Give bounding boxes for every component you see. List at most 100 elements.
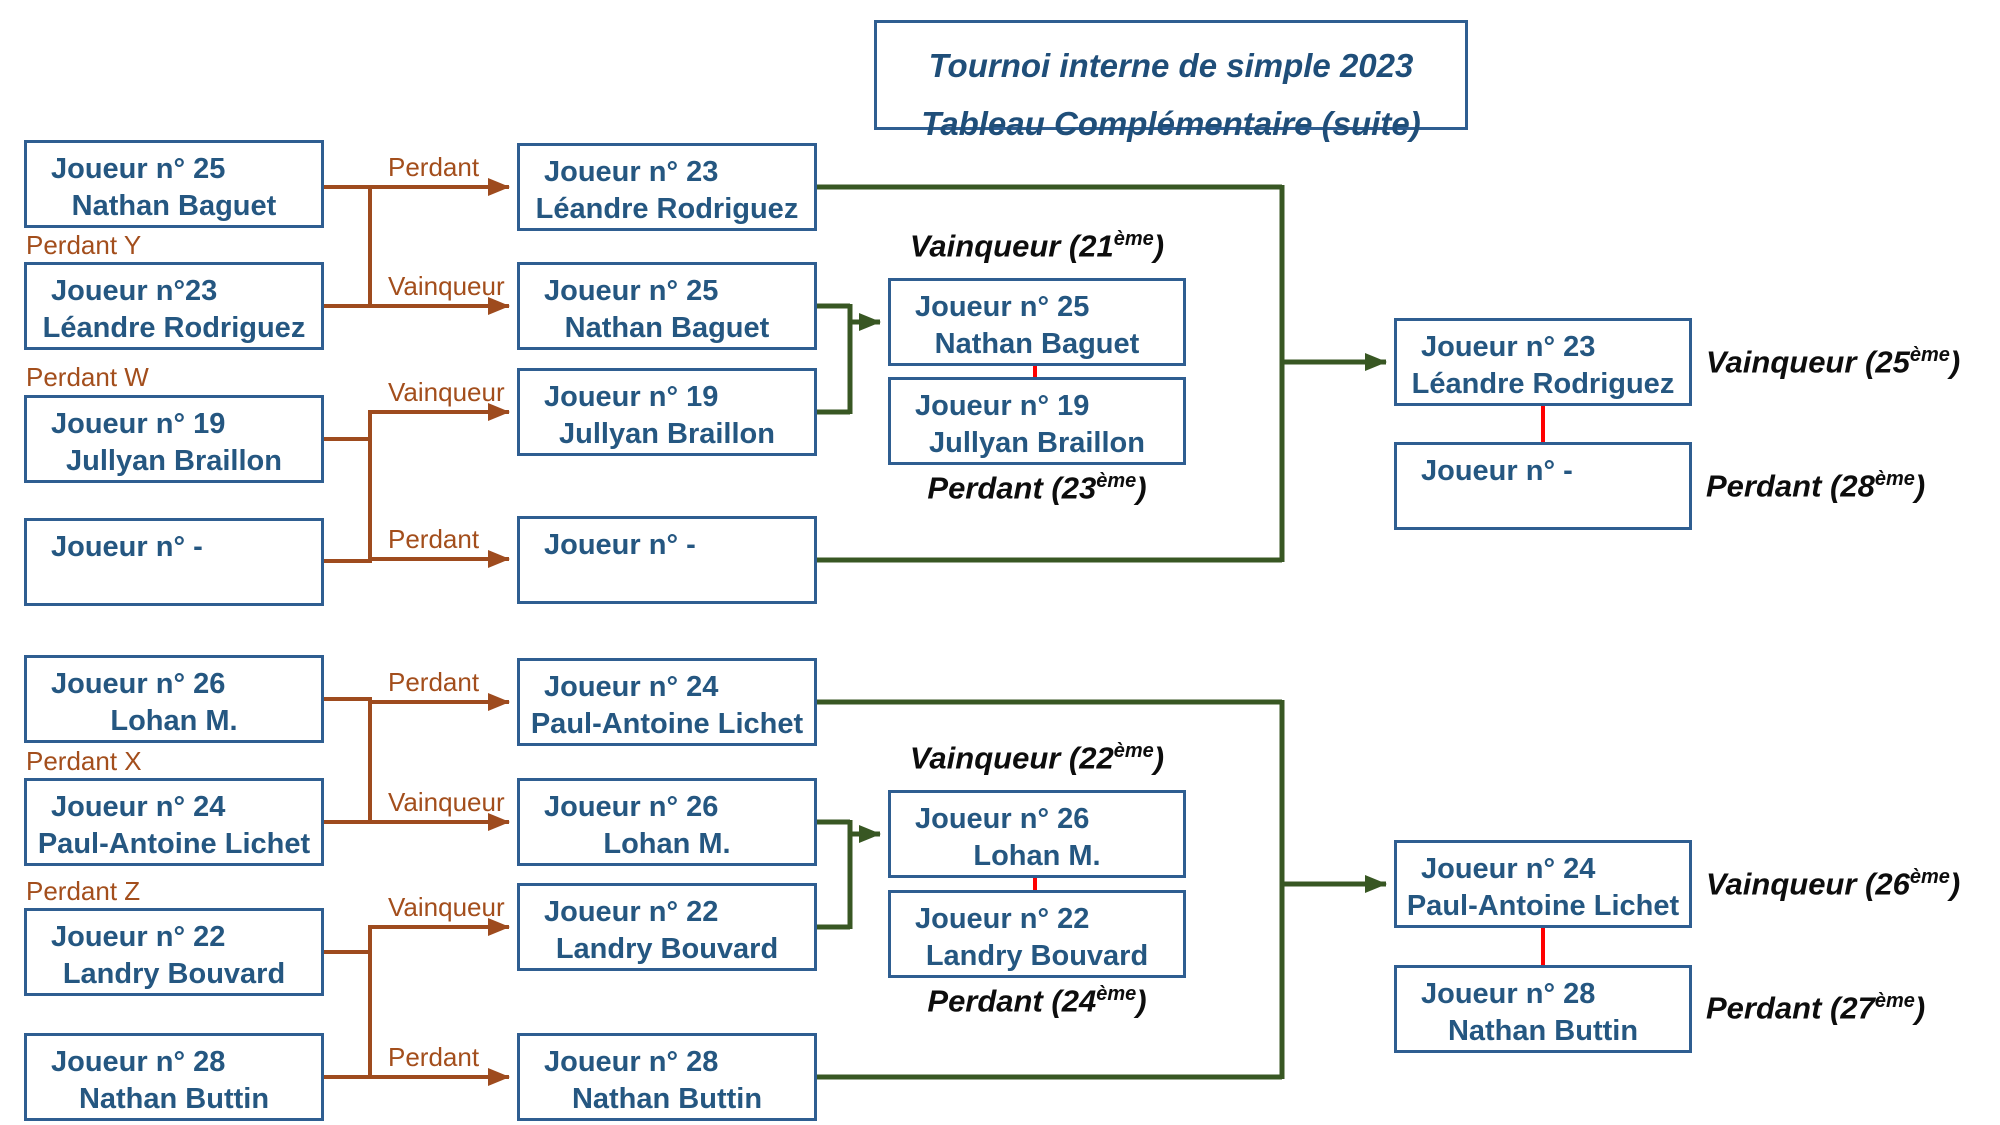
player-number: Joueur n° 24 [51,791,226,823]
rank-text: Vainqueur (25 [1706,344,1910,380]
rank-label-perdant-28: Perdant (28ème) [1706,468,1925,504]
player-box-top-col1-4: Joueur n° - [24,518,324,606]
rank-close: ) [1136,470,1147,506]
rank-text: Vainqueur (21 [909,228,1114,264]
player-number: Joueur n° 26 [544,791,719,823]
player-name: Landry Bouvard [925,940,1149,972]
title-box: Tournoi interne de simple 2023 Tableau C… [874,20,1468,142]
rank-ordinal: ème [1874,468,1915,490]
player-name: Léandre Rodriguez [42,312,306,344]
player-box-bot-col2-4: Joueur n° 28 Nathan Buttin [517,1033,817,1121]
player-box-bot-mid-1: Joueur n° 26 Lohan M. [888,790,1186,878]
player-name: Lohan M. [603,828,731,860]
player-name: Léandre Rodriguez [1411,368,1675,400]
player-box-top-col1-1: Joueur n° 25 Nathan Baguet [24,140,324,228]
player-number: Joueur n° 19 [544,381,719,413]
rank-label-perdant-23: Perdant (23ème) [858,470,1216,506]
player-box-bot-col2-2: Joueur n° 26 Lohan M. [517,778,817,866]
player-number: Joueur n° 24 [1421,853,1596,885]
player-number: Joueur n° 22 [915,903,1090,935]
player-box-top-col1-3: Joueur n° 19 Jullyan Braillon [24,395,324,483]
player-number: Joueur n° 23 [544,156,719,188]
player-box-bot-col2-1: Joueur n° 24 Paul-Antoine Lichet [517,658,817,746]
seed-tag-perdant-y: Perdant Y [26,230,142,260]
player-name: Lohan M. [973,840,1101,872]
rank-text: Perdant (24 [927,983,1097,1019]
arrow-label-vainqueur: Vainqueur [388,377,505,407]
player-box-bot-col1-4: Joueur n° 28 Nathan Buttin [24,1033,324,1121]
rank-close: ) [1949,344,1961,380]
player-number: Joueur n°23 [51,275,218,307]
arrow-label-perdant: Perdant [388,152,480,182]
player-number: Joueur n° 19 [915,390,1090,422]
rank-ordinal: ème [1874,990,1915,1012]
rank-text: Perdant (28 [1706,468,1875,504]
arrow-label-vainqueur: Vainqueur [388,271,505,301]
player-box-bot-col1-1: Joueur n° 26 Lohan M. [24,655,324,743]
player-box-bot-final-2: Joueur n° 28 Nathan Buttin [1394,965,1692,1053]
rank-label-perdant-27: Perdant (27ème) [1706,990,1925,1026]
player-name: Nathan Baguet [71,190,277,222]
player-box-top-col2-2: Joueur n° 25 Nathan Baguet [517,262,817,350]
rank-close: ) [1949,866,1961,902]
rank-close: ) [1136,983,1147,1019]
player-box-bot-col1-3: Joueur n° 22 Landry Bouvard [24,908,324,996]
arrow-label-perdant: Perdant [388,667,480,697]
arrow-label-vainqueur: Vainqueur [388,787,505,817]
player-number: Joueur n° 25 [51,153,226,185]
player-name: Nathan Buttin [571,1083,763,1115]
rank-ordinal: ème [1909,866,1950,888]
player-box-top-final-1: Joueur n° 23 Léandre Rodriguez [1394,318,1692,406]
player-number: Joueur n° 26 [915,803,1090,835]
player-number: Joueur n° 19 [51,408,226,440]
player-box-bot-col2-3: Joueur n° 22 Landry Bouvard [517,883,817,971]
player-number: Joueur n° - [544,529,696,561]
rank-text: Vainqueur (22 [909,740,1114,776]
arrow-label-perdant: Perdant [388,1042,480,1072]
rank-text: Perdant (23 [927,470,1097,506]
rank-close: ) [1153,228,1165,264]
player-name: Léandre Rodriguez [535,193,799,225]
player-name: Lohan M. [110,705,238,737]
player-number: Joueur n° - [51,531,203,563]
rank-ordinal: ème [1096,983,1137,1005]
rank-label-vainqueur-25: Vainqueur (25ème) [1706,344,1960,380]
arrow-label-vainqueur: Vainqueur [388,892,505,922]
player-box-top-mid-1: Joueur n° 25 Nathan Baguet [888,278,1186,366]
rank-label-vainqueur-21: Vainqueur (21ème) [858,228,1216,264]
rank-close: ) [1914,990,1926,1026]
player-box-bot-col1-2: Joueur n° 24 Paul-Antoine Lichet [24,778,324,866]
player-name: Jullyan Braillon [559,418,775,450]
seed-tag-perdant-x: Perdant X [26,746,142,776]
player-name: Nathan Baguet [934,328,1140,360]
player-name: Nathan Buttin [78,1083,270,1115]
player-box-top-col1-2: Joueur n°23 Léandre Rodriguez [24,262,324,350]
rank-ordinal: ème [1096,470,1137,492]
player-box-top-col2-1: Joueur n° 23 Léandre Rodriguez [517,143,817,231]
player-name: Landry Bouvard [62,958,286,990]
player-number: Joueur n° 26 [51,668,226,700]
player-name: Paul-Antoine Lichet [530,708,804,740]
player-box-top-col2-3: Joueur n° 19 Jullyan Braillon [517,368,817,456]
player-box-top-mid-2: Joueur n° 19 Jullyan Braillon [888,377,1186,465]
player-number: Joueur n° 23 [1421,331,1596,363]
player-name: Paul-Antoine Lichet [37,828,311,860]
rank-close: ) [1914,468,1926,504]
player-name: Paul-Antoine Lichet [1406,890,1680,922]
seed-tag-perdant-z: Perdant Z [26,876,141,906]
player-box-bot-final-1: Joueur n° 24 Paul-Antoine Lichet [1394,840,1692,928]
player-box-top-col2-4: Joueur n° - [517,516,817,604]
player-box-top-final-2: Joueur n° - [1394,442,1692,530]
player-name: Landry Bouvard [555,933,779,965]
player-name: Jullyan Braillon [66,445,282,477]
player-number: Joueur n° 22 [51,921,226,953]
seed-tag-perdant-w: Perdant W [26,362,149,392]
player-number: Joueur n° 22 [544,896,719,928]
rank-text: Vainqueur (26 [1706,866,1910,902]
player-name: Jullyan Braillon [929,427,1145,459]
player-number: Joueur n° 25 [915,291,1090,323]
rank-text: Perdant (27 [1706,990,1875,1026]
arrow-label-perdant: Perdant [388,524,480,554]
